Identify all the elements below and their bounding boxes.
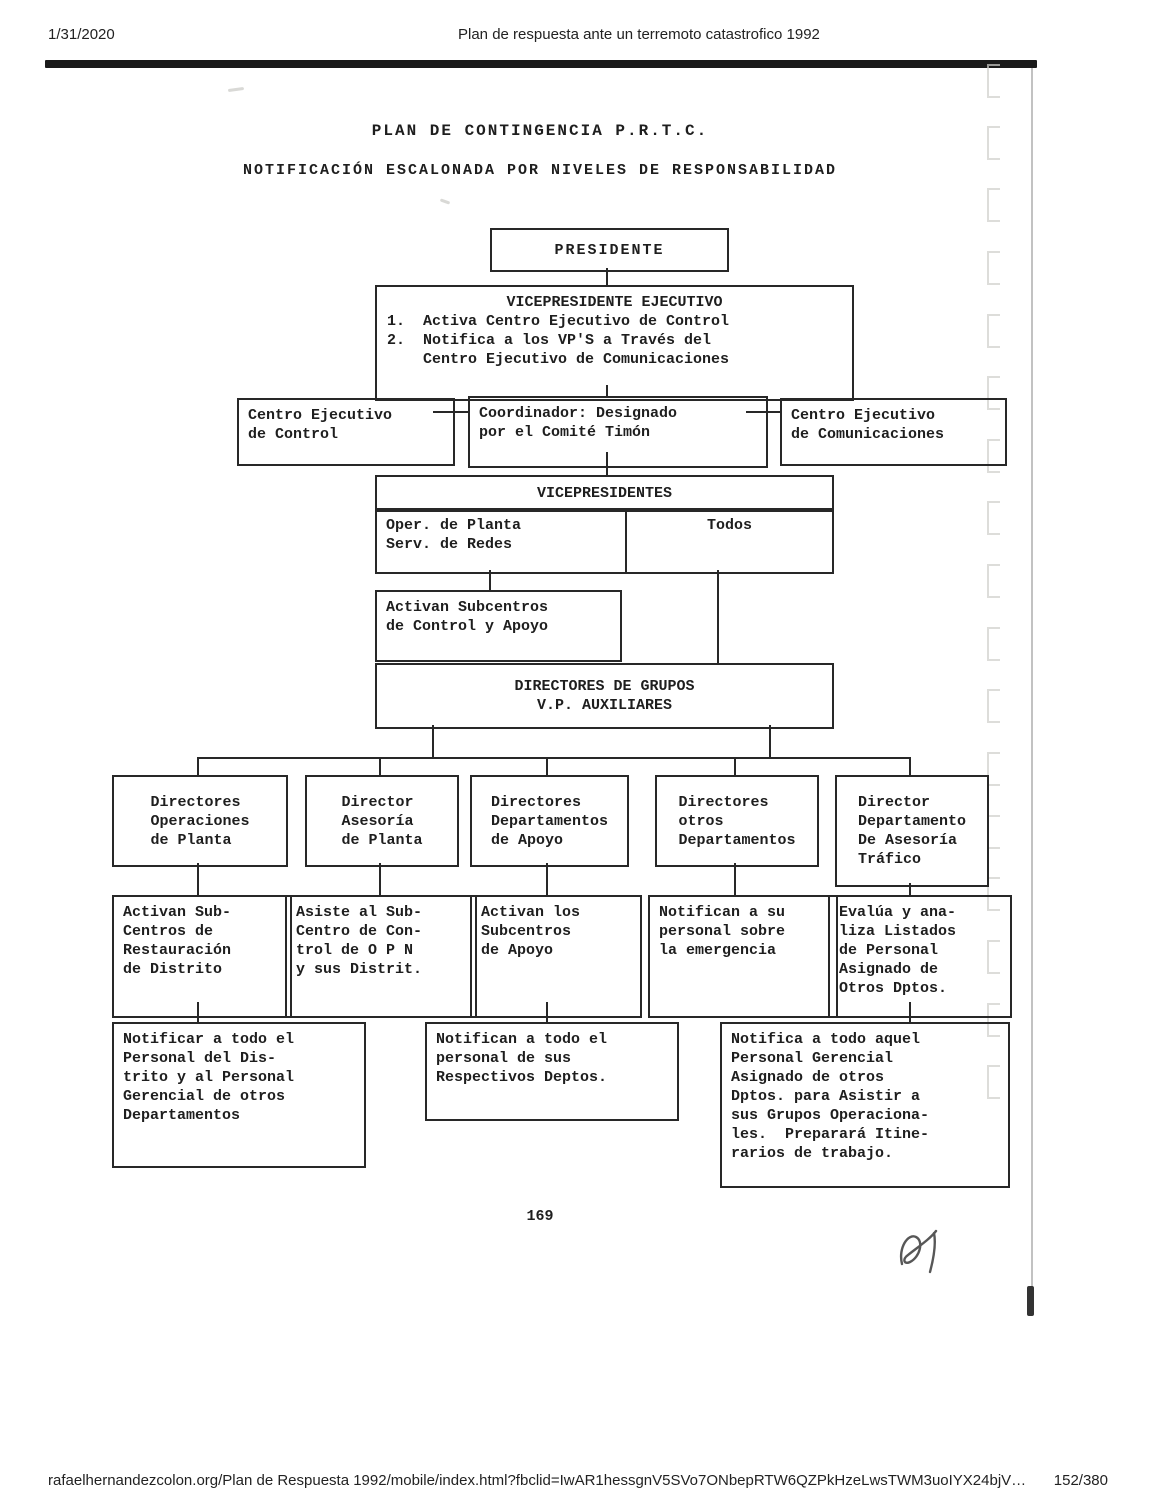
connector <box>546 863 548 895</box>
connector <box>379 757 381 775</box>
node-centro-ejecutivo-control: Centro Ejecutivo de Control <box>237 398 455 466</box>
scan-artifact-bracket <box>987 627 1000 661</box>
connector <box>197 863 199 895</box>
node-vp-todos: Todos <box>706 517 752 534</box>
scan-top-edge <box>45 60 1037 68</box>
print-footer-page-indicator: 152/380 <box>1053 1472 1108 1489</box>
doc-title: PLAN DE CONTINGENCIA P.R.T.C. <box>371 122 709 140</box>
scan-artifact-bracket <box>987 314 1000 348</box>
connector <box>734 863 736 895</box>
connector <box>489 570 491 590</box>
connector <box>717 570 719 663</box>
node-label: Directores otros Departamentos <box>678 793 796 849</box>
connector <box>746 411 780 413</box>
connector <box>909 757 911 775</box>
node-vicepresidentes-label: VICEPRESIDENTES <box>536 485 673 502</box>
scan-artifact-bracket <box>987 251 1000 285</box>
node-notifica-personal-gerencial: Notifica a todo aquel Personal Gerencial… <box>720 1022 1010 1188</box>
scan-artifact-bracket <box>987 126 1000 160</box>
node-directores-grupos-vp-auxiliares: DIRECTORES DE GRUPOS V.P. AUXILIARES <box>375 663 834 729</box>
handwritten-signature <box>899 1229 938 1274</box>
node-centro-ejecutivo-comunicaciones: Centro Ejecutivo de Comunicaciones <box>780 398 1007 466</box>
scan-artifact-bracket <box>987 376 1000 410</box>
connector <box>197 757 199 775</box>
scan-artifact-bracket <box>987 64 1000 98</box>
node-notifican-personal-emergencia: Notifican a su personal sobre la emergen… <box>648 895 838 1018</box>
doc-subtitle: NOTIFICACIÓN ESCALONADA POR NIVELES DE R… <box>242 162 838 179</box>
node-vicepresidentes: VICEPRESIDENTES <box>375 475 834 512</box>
node-vicepresidente-ejecutivo: VICEPRESIDENTE EJECUTIVO 1. Activa Centr… <box>375 285 854 401</box>
node-asiste-subcentro-opn: Asiste al Sub- Centro de Con- trol de O … <box>285 895 477 1018</box>
connector <box>606 452 608 475</box>
connector <box>432 725 434 759</box>
node-label: Directores Departamentos de Apoyo <box>490 793 609 849</box>
node-label: Directores Operaciones de Planta <box>150 793 250 849</box>
scan-artifact-pencil-mark <box>227 86 245 93</box>
scan-artifact-bracket <box>987 188 1000 222</box>
scan-artifact-bracket <box>987 1065 1000 1099</box>
connector <box>433 411 468 413</box>
scan-artifact-bracket <box>987 877 1000 911</box>
connector <box>379 863 381 895</box>
node-director-asesoria-trafico: Director Departamento De Asesoría Tráfic… <box>835 775 989 887</box>
scan-artifact-bracket <box>987 1003 1000 1037</box>
scan-artifact-pencil-mark <box>439 198 451 205</box>
scan-right-edge-mark <box>1027 1286 1034 1316</box>
connector <box>909 1002 911 1022</box>
print-header-date: 1/31/2020 <box>48 26 115 43</box>
scan-artifact-bracket <box>987 689 1000 723</box>
connector <box>197 757 911 759</box>
connector <box>546 1002 548 1022</box>
node-directores-otros-departamentos: Directores otros Departamentos <box>655 775 819 867</box>
scan-right-edge-line <box>1031 68 1033 1308</box>
scan-artifact-bracket <box>987 501 1000 535</box>
scan-artifact-bracket <box>987 564 1000 598</box>
scan-artifact-bracket <box>987 940 1000 974</box>
connector <box>909 883 911 895</box>
print-footer-url: rafaelhernandezcolon.org/Plan de Respues… <box>48 1472 1027 1489</box>
connector <box>546 757 548 775</box>
connector <box>606 268 608 285</box>
node-label: Director Asesoría de Planta <box>341 793 423 849</box>
connector <box>769 725 771 759</box>
node-activan-subcentros-restauracion: Activan Sub- Centros de Restauración de … <box>112 895 292 1018</box>
node-vicepresidentes-split: Oper. de Planta Serv. de Redes Todos <box>375 508 834 574</box>
node-presidente: PRESIDENTE <box>490 228 729 272</box>
node-vp-oper-planta-redes: Oper. de Planta Serv. de Redes <box>377 510 627 572</box>
scan-artifact-bracket <box>987 439 1000 473</box>
page-number: 169 <box>526 1208 554 1225</box>
node-label: Director Departamento De Asesoría Tráfic… <box>857 794 967 868</box>
node-directores-departamentos-apoyo: Directores Departamentos de Apoyo <box>470 775 629 867</box>
node-vicepresidente-ejecutivo-title: VICEPRESIDENTE EJECUTIVO <box>506 294 723 311</box>
connector <box>197 1002 199 1022</box>
node-notificar-personal-distrito: Notificar a todo el Personal del Dis- tr… <box>112 1022 366 1168</box>
node-vicepresidente-ejecutivo-body: 1. Activa Centro Ejecutivo de Control 2.… <box>387 313 730 368</box>
node-directores-operaciones-planta: Directores Operaciones de Planta <box>112 775 288 867</box>
node-activan-subcentros-control-apoyo: Activan Subcentros de Control y Apoyo <box>375 590 622 662</box>
node-presidente-label: PRESIDENTE <box>554 241 665 259</box>
node-directores-grupos-label: DIRECTORES DE GRUPOS V.P. AUXILIARES <box>514 678 695 714</box>
connector <box>734 757 736 775</box>
scan-artifact-bracket <box>987 752 1000 786</box>
connector <box>606 385 608 396</box>
node-notifican-personal-deptos: Notifican a todo el personal de sus Resp… <box>425 1022 679 1121</box>
node-activan-subcentros-apoyo: Activan los Subcentros de Apoyo <box>470 895 642 1018</box>
node-evalua-listados-personal: Evalúa y ana- liza Listados de Personal … <box>828 895 1012 1018</box>
node-coordinador-comite-timon: Coordinador: Designado por el Comité Tim… <box>468 396 768 468</box>
node-director-asesoria-planta: Director Asesoría de Planta <box>305 775 459 867</box>
print-header-title: Plan de respuesta ante un terremoto cata… <box>458 26 820 43</box>
